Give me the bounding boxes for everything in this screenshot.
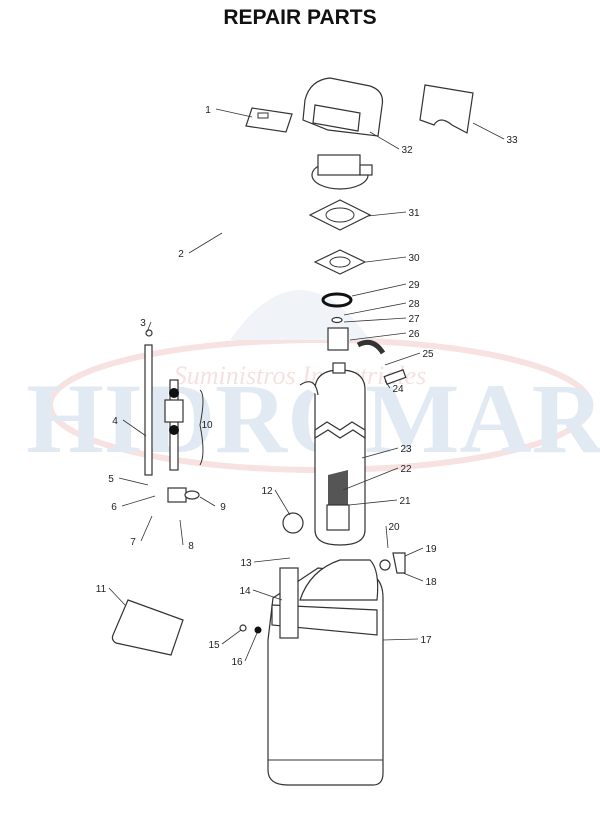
leader-line-16: [244, 632, 258, 662]
leader-line-8: [179, 519, 184, 546]
callout-24: 24: [392, 384, 404, 395]
callout-30: 30: [408, 253, 420, 264]
leader-line-32: [369, 131, 400, 150]
callout-16: 16: [231, 657, 243, 668]
leader-line-3: [146, 321, 152, 333]
leader-line-7: [140, 515, 153, 542]
callout-32: 32: [401, 145, 413, 156]
callout-20: 20: [388, 522, 400, 533]
part-mounting-plate: [308, 199, 372, 231]
callout-27: 27: [408, 314, 420, 325]
part-brine-tube: [144, 329, 204, 503]
callout-15: 15: [208, 640, 220, 651]
leader-line-19: [404, 547, 424, 557]
leader-line-22: [342, 467, 399, 491]
leader-line-2: [188, 232, 223, 254]
leader-line-12: [274, 489, 291, 516]
part-resin-tank: [299, 362, 366, 546]
leader-line-27: [343, 317, 407, 323]
callout-14: 14: [239, 586, 251, 597]
leader-line-9: [199, 496, 216, 507]
part-elbow: [379, 552, 406, 574]
parts: [111, 77, 474, 786]
leader-line-26: [349, 332, 407, 341]
watermark-brand: HIDROMAR: [26, 363, 600, 474]
leader-line-4: [122, 419, 147, 437]
leader-line-14: [252, 589, 283, 601]
part-cabinet: [267, 512, 384, 786]
leader-line-24: [384, 380, 391, 389]
leader-line-21: [348, 499, 398, 506]
leader-line-6: [121, 495, 156, 507]
callout-1: 1: [205, 105, 211, 116]
leader-line-18: [402, 572, 424, 582]
callout-31: 31: [408, 208, 420, 219]
part-valve: [311, 154, 373, 190]
part-faceplate: [245, 107, 293, 133]
page-title: REPAIR PARTS: [223, 6, 377, 29]
leader-line-20: [385, 525, 389, 549]
callout-19: 19: [425, 544, 437, 555]
callout-9: 9: [220, 502, 226, 513]
callout-18: 18: [425, 577, 437, 588]
callout-22: 22: [400, 464, 412, 475]
callout-26: 26: [408, 329, 420, 340]
watermark: HIDROMAR Suministros Industriales: [26, 290, 600, 474]
part-gasket: [313, 249, 367, 275]
leader-line-31: [367, 211, 407, 217]
callout-33: 33: [506, 135, 518, 146]
callout-6: 6: [111, 502, 117, 513]
part-lid-flap: [419, 84, 474, 134]
callout-25: 25: [422, 349, 434, 360]
callout-12: 12: [261, 486, 273, 497]
watermark-tagline: Suministros Industriales: [174, 361, 427, 390]
callout-10: 10: [201, 420, 213, 431]
callout-11: 11: [96, 584, 107, 595]
part-salt-lid: [111, 599, 184, 656]
callout-17: 17: [420, 635, 432, 646]
leader-line-25: [384, 352, 421, 366]
callout-7: 7: [130, 537, 136, 548]
callout-28: 28: [408, 299, 420, 310]
callout-21: 21: [399, 496, 411, 507]
leader-line-28: [343, 302, 407, 316]
leader-line-1: [215, 108, 253, 118]
callout-29: 29: [408, 280, 420, 291]
leader-line-11: [108, 587, 126, 606]
callout-5: 5: [108, 474, 114, 485]
leader-line-5: [118, 477, 149, 486]
part-cover: [302, 77, 384, 137]
leader-line-23: [361, 447, 399, 459]
callout-3: 3: [140, 318, 146, 329]
callout-2: 2: [178, 249, 184, 260]
leader-line-33: [472, 122, 505, 140]
callout-23: 23: [400, 444, 412, 455]
callout-13: 13: [240, 558, 252, 569]
leader-line-17: [382, 638, 419, 641]
leader-line-29: [351, 283, 407, 297]
callout-4: 4: [112, 416, 118, 427]
part-o-ring: [321, 292, 353, 308]
part-distributor-top: [327, 327, 349, 351]
leader-line-15: [221, 629, 242, 645]
callout-8: 8: [188, 541, 194, 552]
leader-line-13: [253, 557, 291, 563]
leader-line-30: [365, 256, 407, 263]
